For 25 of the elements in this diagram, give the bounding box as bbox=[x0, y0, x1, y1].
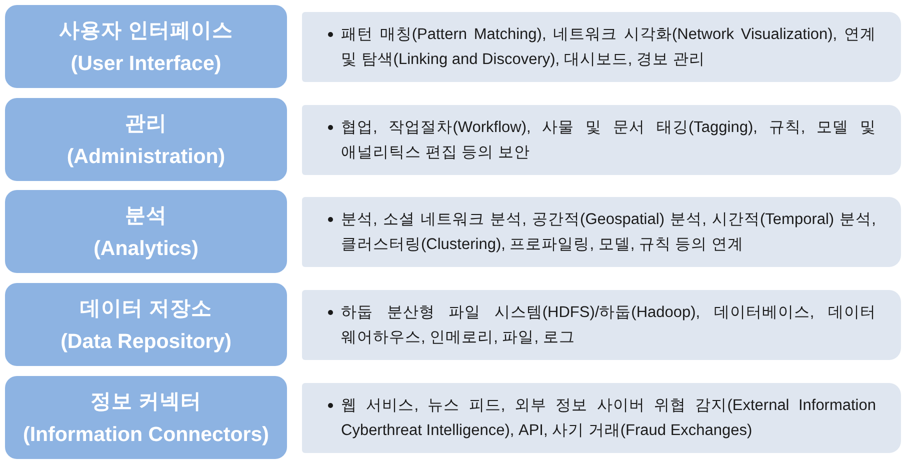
category-title: 사용자 인터페이스 bbox=[59, 18, 233, 44]
category-title: 데이터 저장소 bbox=[80, 296, 212, 322]
description-text: 하둡 분산형 파일 시스템(HDFS)/하둡(Hadoop), 데이터베이스, 데이터 웨어하우스, 인메로리, 파일, 로그 bbox=[341, 303, 876, 348]
category-subtitle: (Data Repository) bbox=[60, 328, 232, 354]
description-panel bbox=[302, 290, 901, 360]
description-text: 패턴 매칭(Pattern Matching), 네트워크 시각화(Network Visualization), 연계 및 탐색(Linking and Discovery), 대시보드, 경보 관리 bbox=[341, 25, 876, 70]
category-title: 관리 bbox=[125, 110, 167, 136]
category-box bbox=[5, 376, 287, 459]
category-box bbox=[5, 5, 287, 88]
category-subtitle: (Administration) bbox=[66, 144, 226, 170]
description-text: 웹 서비스, 뉴스 피드, 외부 정보 사이버 위협 감지(External Information Cyberthreat Intelligence), API, 사기 거래(Fraud Exchanges) bbox=[341, 396, 876, 441]
description-panel bbox=[302, 383, 901, 453]
category-subtitle: (User Interface) bbox=[70, 50, 222, 76]
category-title: 정보 커넥터 bbox=[90, 388, 202, 414]
category-box bbox=[5, 283, 287, 366]
description-text: 협업, 작업절차(Workflow), 사물 및 문서 태깅(Tagging), 규칙, 모델 및 애널리틱스 편집 등의 보안 bbox=[341, 118, 876, 163]
category-subtitle: (Information Connectors) bbox=[23, 422, 269, 448]
category-box bbox=[5, 190, 287, 273]
category-subtitle: (Analytics) bbox=[94, 236, 198, 262]
description-panel bbox=[302, 105, 901, 175]
category-title: 분석 bbox=[125, 202, 167, 228]
description-panel bbox=[302, 197, 901, 267]
description-text: 분석, 소셜 네트워크 분석, 공간적(Geospatial) 분석, 시간적(Temporal) 분석, 클러스터링(Clustering), 프로파일링, 모델, 규칙 등의 연계 bbox=[341, 210, 876, 255]
description-panel bbox=[302, 12, 901, 82]
category-box bbox=[5, 98, 287, 181]
